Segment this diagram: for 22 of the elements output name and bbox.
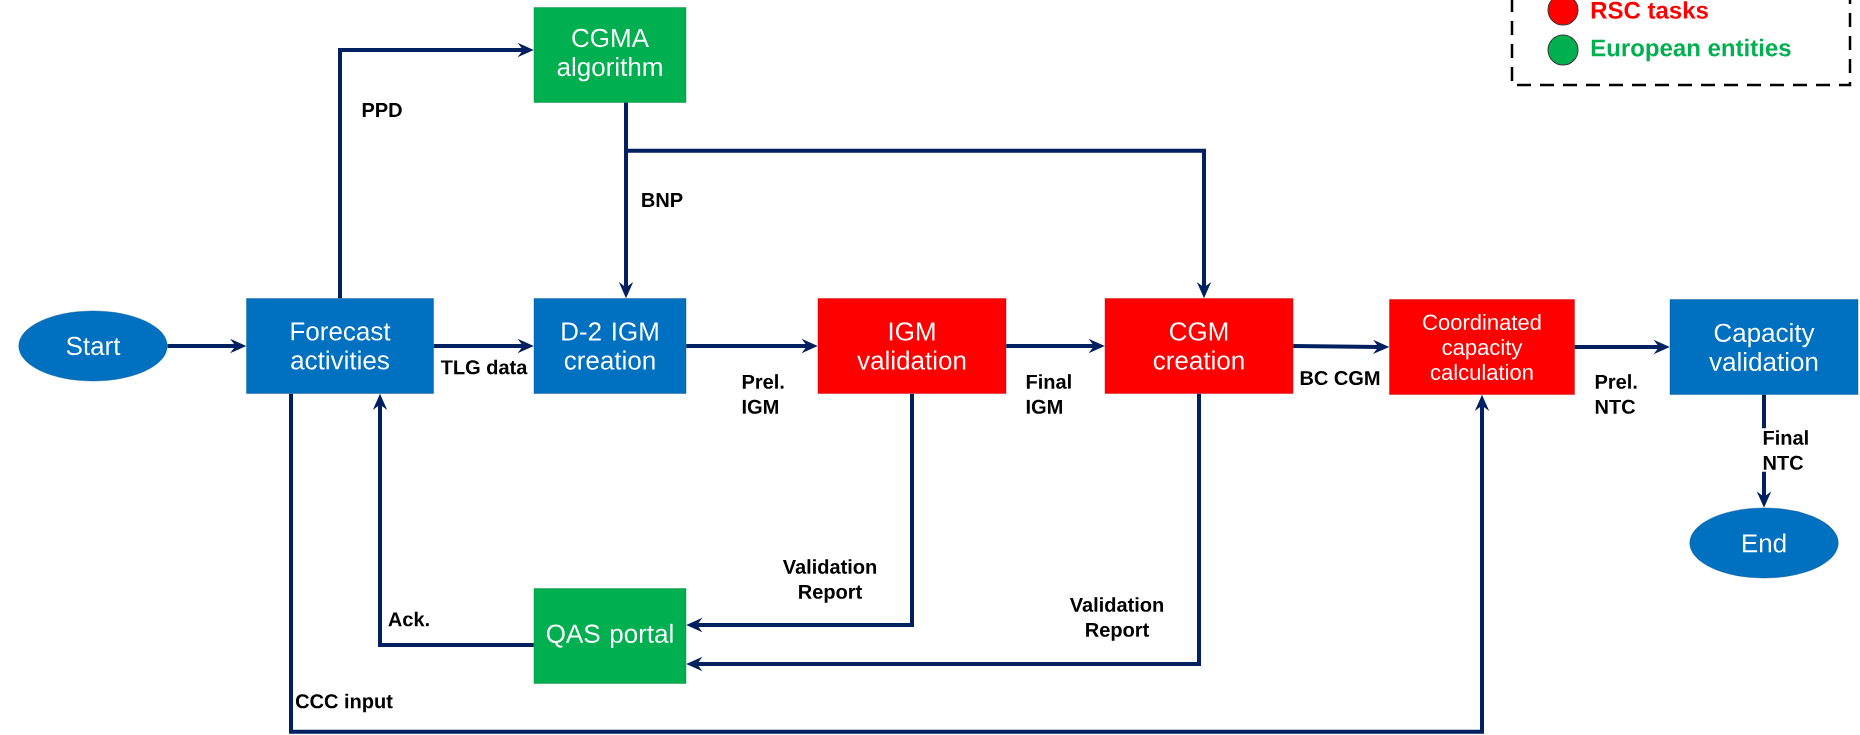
edge-label: BNP [638, 191, 686, 209]
edge-label: Ack. [385, 609, 433, 629]
process-box: IGM validation [817, 298, 1007, 394]
process-box: D-2 IGM creation [533, 298, 687, 394]
process-box: CGMA algorithm [533, 7, 687, 103]
legend-label: European entities [1591, 38, 1791, 62]
process-box: Forecast activities [246, 298, 434, 394]
edge-label: Validation Report [1060, 595, 1174, 643]
edge-label: Prel. NTC [1592, 372, 1652, 416]
process-box: QAS portal [533, 588, 687, 684]
edge-label: Final IGM [1023, 372, 1083, 416]
edge-label: Final NTC [1760, 428, 1820, 472]
edge-label: PPD [359, 101, 405, 119]
legend-label: RSC tasks [1591, 1, 1708, 19]
edge-label: Validation Report [773, 557, 887, 605]
process-box: Coordinated capacity calculation [1389, 299, 1575, 395]
edge-label: BC CGM [1297, 368, 1383, 388]
edge-label: TLG data [438, 357, 530, 377]
process-box: CGM creation [1104, 298, 1294, 394]
edge-label: CCC input [293, 691, 395, 715]
process-box: Capacity validation [1669, 299, 1859, 395]
edge-label: Prel. IGM [739, 372, 799, 416]
